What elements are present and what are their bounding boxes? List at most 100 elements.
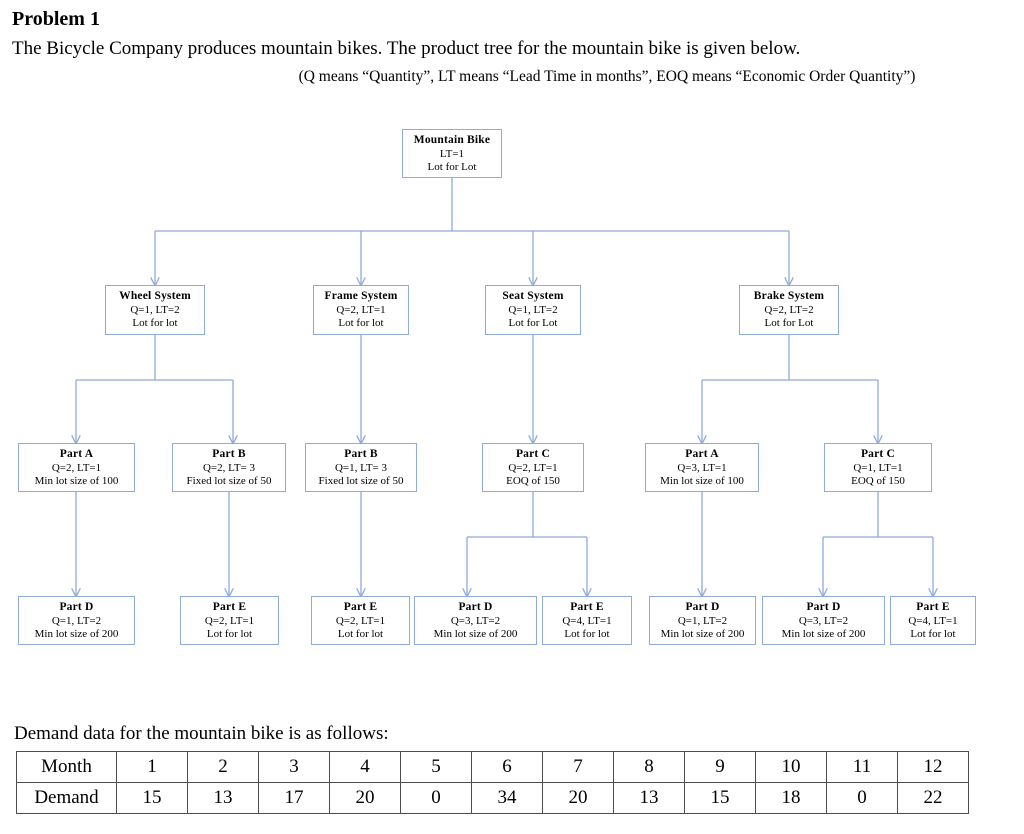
month-cell: 1 xyxy=(116,751,188,783)
node-part-b-wheel[interactable]: Part B Q=2, LT= 3 Fixed lot size of 50 xyxy=(172,443,286,492)
node-part-c-brake[interactable]: Part C Q=1, LT=1 EOQ of 150 xyxy=(824,443,932,492)
node-qlt: Q=3, LT=1 xyxy=(677,461,727,474)
node-rule: Min lot size of 200 xyxy=(781,628,866,640)
node-title: Part D xyxy=(59,601,94,613)
demand-cell: 34 xyxy=(471,782,543,814)
intro-text: The Bicycle Company produces mountain bi… xyxy=(12,38,801,59)
node-rule: Lot for lot xyxy=(132,317,178,329)
node-part-a-wheel[interactable]: Part A Q=2, LT=1 Min lot size of 100 xyxy=(18,443,135,492)
node-qlt: Q=3, LT=2 xyxy=(798,614,849,627)
node-title: Part E xyxy=(212,601,247,613)
node-title: Part D xyxy=(458,601,493,613)
node-qlt: Q=4, LT=1 xyxy=(562,614,612,627)
node-part-e-3[interactable]: Part E Q=4, LT=1 Lot for lot xyxy=(542,596,632,645)
demand-cell: 20 xyxy=(542,782,614,814)
node-qlt: Q=2, LT=1 xyxy=(335,614,386,627)
legend-text: (Q means “Quantity”, LT means “Lead Time… xyxy=(298,68,916,85)
node-part-a-brake[interactable]: Part A Q=3, LT=1 Min lot size of 100 xyxy=(645,443,759,492)
node-qlt: Q=2, LT=2 xyxy=(764,303,814,316)
node-rule: Lot for lot xyxy=(337,628,384,640)
demand-cell: 13 xyxy=(613,782,685,814)
node-wheel-system[interactable]: Wheel System Q=1, LT=2 Lot for lot xyxy=(105,285,205,335)
node-qlt: Q=1, LT= 3 xyxy=(334,461,388,474)
node-seat-system[interactable]: Seat System Q=1, LT=2 Lot for Lot xyxy=(485,285,581,335)
node-rule: Min lot size of 200 xyxy=(34,628,119,640)
node-rule: Min lot size of 200 xyxy=(660,628,745,640)
node-qlt: Q=1, LT=1 xyxy=(853,461,903,474)
node-qlt: Q=4, LT=1 xyxy=(908,614,958,627)
node-qlt: LT=1 xyxy=(439,147,465,160)
month-cell: 4 xyxy=(329,751,401,783)
node-title: Part A xyxy=(685,448,719,460)
node-part-d-3[interactable]: Part D Q=1, LT=2 Min lot size of 200 xyxy=(649,596,756,645)
node-rule: EOQ of 150 xyxy=(851,475,905,487)
node-qlt: Q=1, LT=2 xyxy=(51,614,102,627)
demand-cell: 17 xyxy=(258,782,330,814)
node-qlt: Q=1, LT=2 xyxy=(508,303,558,316)
node-title: Frame System xyxy=(324,290,398,302)
node-qlt: Q=2, LT=1 xyxy=(51,461,102,474)
month-cell: 8 xyxy=(613,751,685,783)
demand-table: Month 1 2 3 4 5 6 7 8 9 10 11 12 Demand … xyxy=(16,751,969,814)
month-cell: 10 xyxy=(755,751,827,783)
node-title: Part A xyxy=(59,448,94,460)
node-qlt: Q=2, LT=1 xyxy=(336,303,386,316)
month-cell: 2 xyxy=(187,751,259,783)
node-part-e-1[interactable]: Part E Q=2, LT=1 Lot for lot xyxy=(180,596,279,645)
node-title: Part E xyxy=(916,601,950,613)
month-cell: 6 xyxy=(471,751,543,783)
demand-cell: 13 xyxy=(187,782,259,814)
node-rule: EOQ of 150 xyxy=(506,475,560,487)
node-qlt: Q=2, LT= 3 xyxy=(202,461,256,474)
node-part-e-4[interactable]: Part E Q=4, LT=1 Lot for lot xyxy=(890,596,976,645)
demand-cell: 20 xyxy=(329,782,401,814)
demand-cell: 0 xyxy=(826,782,898,814)
demand-cell: 22 xyxy=(897,782,969,814)
demand-cell: 0 xyxy=(400,782,472,814)
node-mountain-bike[interactable]: Mountain Bike LT=1 Lot for Lot xyxy=(402,129,502,178)
node-frame-system[interactable]: Frame System Q=2, LT=1 Lot for lot xyxy=(313,285,409,335)
node-part-d-2[interactable]: Part D Q=3, LT=2 Min lot size of 200 xyxy=(414,596,537,645)
month-cell: 11 xyxy=(826,751,898,783)
node-qlt: Q=3, LT=2 xyxy=(450,614,501,627)
node-rule: Fixed lot size of 50 xyxy=(318,475,404,487)
demand-caption: Demand data for the mountain bike is as … xyxy=(14,723,389,744)
node-title: Part E xyxy=(570,601,604,613)
node-rule: Lot for Lot xyxy=(427,161,477,173)
node-title: Part B xyxy=(212,448,246,460)
node-qlt: Q=1, LT=2 xyxy=(677,614,728,627)
node-qlt: Q=2, LT=1 xyxy=(508,461,558,474)
node-title: Part C xyxy=(860,448,896,460)
node-brake-system[interactable]: Brake System Q=2, LT=2 Lot for Lot xyxy=(739,285,839,335)
node-title: Wheel System xyxy=(119,290,191,302)
demand-cell: 18 xyxy=(755,782,827,814)
row-label-demand: Demand xyxy=(16,782,117,814)
demand-cell: 15 xyxy=(116,782,188,814)
node-rule: Lot for Lot xyxy=(764,317,814,329)
node-qlt: Q=1, LT=2 xyxy=(130,303,180,316)
node-qlt: Q=2, LT=1 xyxy=(204,614,255,627)
product-tree-diagram: Mountain Bike LT=1 Lot for Lot Wheel Sys… xyxy=(0,118,1024,678)
node-title: Part B xyxy=(344,448,378,460)
node-part-d-1[interactable]: Part D Q=1, LT=2 Min lot size of 200 xyxy=(18,596,135,645)
node-rule: Lot for lot xyxy=(564,628,610,640)
tree-connector-lines xyxy=(0,178,1024,678)
page-title: Problem 1 xyxy=(12,8,100,30)
node-title: Mountain Bike xyxy=(413,134,491,146)
month-cell: 3 xyxy=(258,751,330,783)
row-label-month: Month xyxy=(16,751,117,783)
node-part-b-frame[interactable]: Part B Q=1, LT= 3 Fixed lot size of 50 xyxy=(305,443,417,492)
table-row-month: Month 1 2 3 4 5 6 7 8 9 10 11 12 xyxy=(16,751,969,783)
month-cell: 9 xyxy=(684,751,756,783)
month-cell: 12 xyxy=(897,751,969,783)
node-rule: Lot for lot xyxy=(338,317,384,329)
node-title: Part C xyxy=(515,448,551,460)
header-block: Problem 1 The Bicycle Company produces m… xyxy=(12,6,1012,88)
table-row-demand: Demand 15 13 17 20 0 34 20 13 15 18 0 22 xyxy=(16,782,969,814)
node-part-d-4[interactable]: Part D Q=3, LT=2 Min lot size of 200 xyxy=(762,596,885,645)
month-cell: 5 xyxy=(400,751,472,783)
node-part-e-2[interactable]: Part E Q=2, LT=1 Lot for lot xyxy=(311,596,410,645)
node-title: Part D xyxy=(685,601,720,613)
node-rule: Min lot size of 100 xyxy=(660,475,744,487)
node-part-c-seat[interactable]: Part C Q=2, LT=1 EOQ of 150 xyxy=(482,443,584,492)
